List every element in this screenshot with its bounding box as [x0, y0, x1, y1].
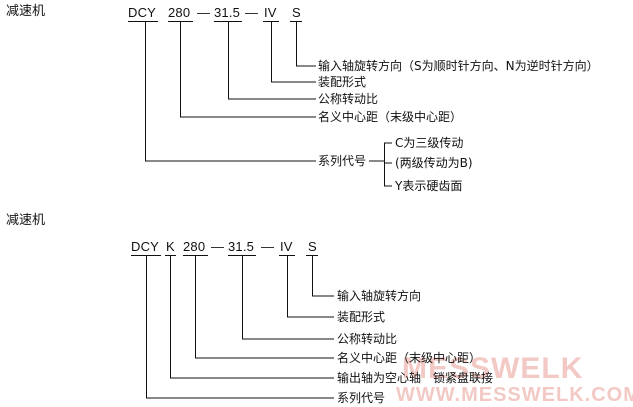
block1-series-connector [145, 22, 316, 162]
block2-rotation-connector [312, 256, 334, 297]
block2-label-distance: 名义中心距（末级中心距） [337, 351, 482, 365]
block1-series-bracket [369, 142, 392, 187]
block2-code-rotation: S [308, 239, 317, 254]
block1-ratio-underline [214, 21, 242, 22]
block2-rotation-underline [306, 255, 318, 256]
block1-code-ratio: 31.5 [214, 5, 241, 20]
block2-prefix-underline [131, 255, 161, 256]
block1-code-rotation: S [292, 5, 301, 20]
block1-label-distance: 名义中心距（末级中心距） [318, 110, 463, 124]
block1-distance-underline [168, 21, 193, 22]
block2-dash-2: — [261, 239, 275, 254]
block1-assembly-underline [263, 21, 279, 22]
block2-dash-1: — [211, 239, 225, 254]
block1-rotation-connector [296, 22, 316, 67]
block2-code-assembly: IV [280, 239, 293, 254]
block1-code-assembly: IV [264, 5, 277, 20]
block2-label-shaft: 输出轴为空心轴 锁紧盘联接 [337, 371, 494, 385]
block2-distance-connector [195, 256, 334, 359]
block2-label-series: 系列代号 [337, 391, 386, 405]
block1-series-option-1: C为三级传动 [395, 136, 464, 150]
block2-assembly-connector [287, 256, 334, 318]
block1-label-series: 系列代号 [318, 154, 367, 168]
block1-prefix-underline [128, 21, 158, 22]
watermark-logo-text: MESSWELK [402, 352, 584, 385]
block1-label-assembly: 装配形式 [318, 75, 367, 89]
block1-code-distance: 280 [168, 5, 191, 20]
block1-dash-2: — [245, 5, 259, 20]
block2-label-ratio: 公称转动比 [337, 332, 398, 346]
block2-code-prefix: DCY [131, 239, 160, 254]
block2-code-shaft: K [166, 239, 175, 254]
block2-ratio-connector [242, 256, 334, 340]
block1-distance-connector [180, 22, 316, 118]
block1-rotation-underline [290, 21, 302, 22]
block1-label-rotation: 输入轴旋转方向（S为顺时针方向、N为逆时针方向） [318, 59, 599, 73]
watermark-url-text: WWW.MESSWELK.COM [396, 384, 633, 406]
block1-title: 减速机 [6, 4, 46, 19]
block2-shaft-connector [170, 256, 334, 379]
block2-label-rotation: 输入轴旋转方向 [337, 289, 422, 303]
block2-code-ratio: 31.5 [228, 239, 255, 254]
block1-series-option-2: (两级传动为B) [395, 156, 473, 170]
block2-code-distance: 280 [183, 239, 206, 254]
block2-shaft-underline [165, 255, 176, 256]
block2-distance-underline [183, 255, 208, 256]
block1-assembly-connector [271, 22, 316, 83]
block2-label-assembly: 装配形式 [337, 310, 386, 324]
block2-title: 减速机 [6, 213, 46, 228]
block2-series-connector [146, 256, 334, 399]
block2-assembly-underline [279, 255, 295, 256]
block1-dash-1: — [197, 5, 211, 20]
block1-series-option-3: Y表示硬齿面 [395, 179, 463, 193]
block1-ratio-connector [228, 22, 316, 100]
block1-code-prefix: DCY [128, 5, 157, 20]
block1-label-ratio: 公称转动比 [318, 92, 379, 106]
block2-ratio-underline [228, 255, 256, 256]
